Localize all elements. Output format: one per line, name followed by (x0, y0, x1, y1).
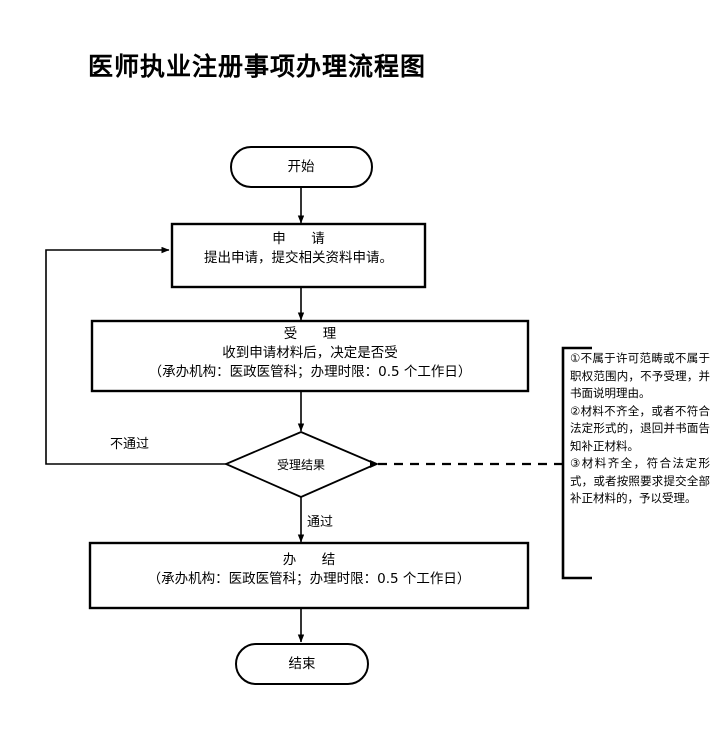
node-apply-shape (170, 222, 427, 289)
page-title: 医师执业注册事项办理流程图 (88, 52, 427, 81)
node-finish-shape (88, 541, 530, 610)
connector-reject-feedback-loop (45, 246, 226, 465)
side-note: ①不属于许可范畴或不属于职权范围内，不予受理，并书面说明理由。 ②材料不齐全，或… (570, 350, 710, 508)
note-item-3: ③材料齐全，符合法定形式，或者按照要求提交全部补正材料的，予以受理。 (570, 456, 710, 505)
node-accept-text: 受 理 收到申请材料后，决定是否受 （承办机构：医政医管科；办理时限：0.5 个… (92, 325, 528, 382)
edge-label-reject: 不通过 (110, 437, 150, 452)
node-finish-text: 办 结 （承办机构：医政医管科；办理时限：0.5 个工作日） (90, 551, 528, 589)
node-accept-line-2: （承办机构：医政医管科；办理时限：0.5 个工作日） (148, 364, 472, 380)
node-finish-line-1: （承办机构：医政医管科；办理时限：0.5 个工作日） (147, 571, 471, 587)
node-accept-shape (90, 319, 530, 393)
edge-label-pass: 通过 (307, 515, 334, 530)
node-end-shape (235, 643, 369, 685)
node-start-label: 开始 (287, 159, 315, 175)
note-bracket (561, 346, 592, 580)
dashed-link-arrowhead (370, 460, 379, 468)
node-apply-text: 申 请 提出申请，提交相关资料申请。 (172, 230, 425, 268)
node-finish-heading: 办 结 (282, 552, 342, 568)
node-apply-line-1: 提出申请，提交相关资料申请。 (204, 250, 393, 266)
node-decision-label: 受理结果 (276, 458, 325, 472)
node-accept-heading: 受 理 (283, 326, 343, 342)
node-accept-line-1: 收到申请材料后，决定是否受 (222, 345, 398, 361)
note-item-1: ①不属于许可范畴或不属于职权范围内，不予受理，并书面说明理由。 (570, 351, 710, 400)
note-item-2: ②材料不齐全，或者不符合法定形式的，退回并书面告知补正材料。 (570, 403, 710, 453)
node-end-label: 结束 (288, 656, 316, 672)
node-apply-heading: 申 请 (272, 231, 331, 247)
